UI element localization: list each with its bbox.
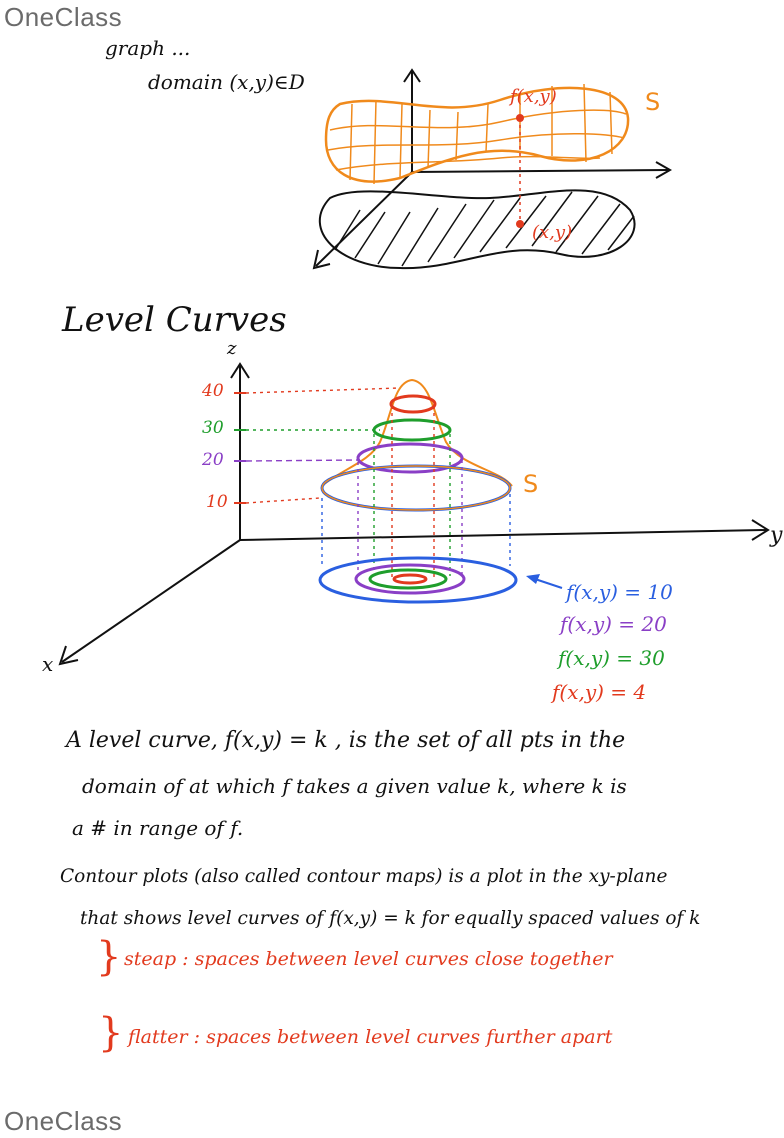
legend-level-30: f(x,y) = 30 bbox=[558, 646, 665, 670]
contour-line-1: Contour plots (also called contour maps)… bbox=[60, 866, 668, 887]
oneclass-logo-bottom: OneClass bbox=[4, 1106, 123, 1136]
section-title: Level Curves bbox=[62, 300, 287, 340]
steep-note: steap : spaces between level curves clos… bbox=[124, 948, 613, 970]
domain-label: domain (x,y)∈D bbox=[148, 70, 305, 94]
definition-line-3: a # in range of f. bbox=[72, 816, 244, 840]
level-curve-figure bbox=[58, 362, 770, 666]
legend-level-40: f(x,y) = 4 bbox=[552, 680, 647, 704]
z-axis-label: z bbox=[227, 338, 237, 359]
legend-level-20: f(x,y) = 20 bbox=[560, 612, 667, 636]
x-axis-label: x bbox=[42, 652, 54, 676]
partial-graph-text: graph ... bbox=[105, 36, 191, 60]
tick-label-20: 20 bbox=[202, 450, 224, 470]
y-axis-label: y bbox=[770, 523, 783, 548]
tick-label-40: 40 bbox=[202, 381, 224, 401]
flatter-brace: } bbox=[98, 1010, 124, 1056]
definition-line-1: A level curve, f(x,y) = k , is the set o… bbox=[66, 728, 626, 753]
flatter-note: flatter : spaces between level curves fu… bbox=[128, 1026, 613, 1048]
tick-label-10: 10 bbox=[206, 492, 228, 512]
bell-s-label: S bbox=[523, 470, 539, 498]
steep-brace: } bbox=[96, 934, 122, 980]
legend-level-10: f(x,y) = 10 bbox=[566, 580, 673, 604]
surface-s-label: S bbox=[645, 88, 661, 116]
domain-point-label: (x,y) bbox=[532, 222, 573, 243]
definition-line-2: domain of at which f takes a given value… bbox=[82, 774, 627, 798]
surface-figure bbox=[312, 68, 673, 270]
surface-point-label: f(x,y) bbox=[510, 86, 557, 107]
contour-line-2: that shows level curves of f(x,y) = k fo… bbox=[80, 908, 701, 929]
oneclass-logo-top: OneClass bbox=[4, 2, 123, 32]
tick-label-30: 30 bbox=[202, 418, 224, 438]
